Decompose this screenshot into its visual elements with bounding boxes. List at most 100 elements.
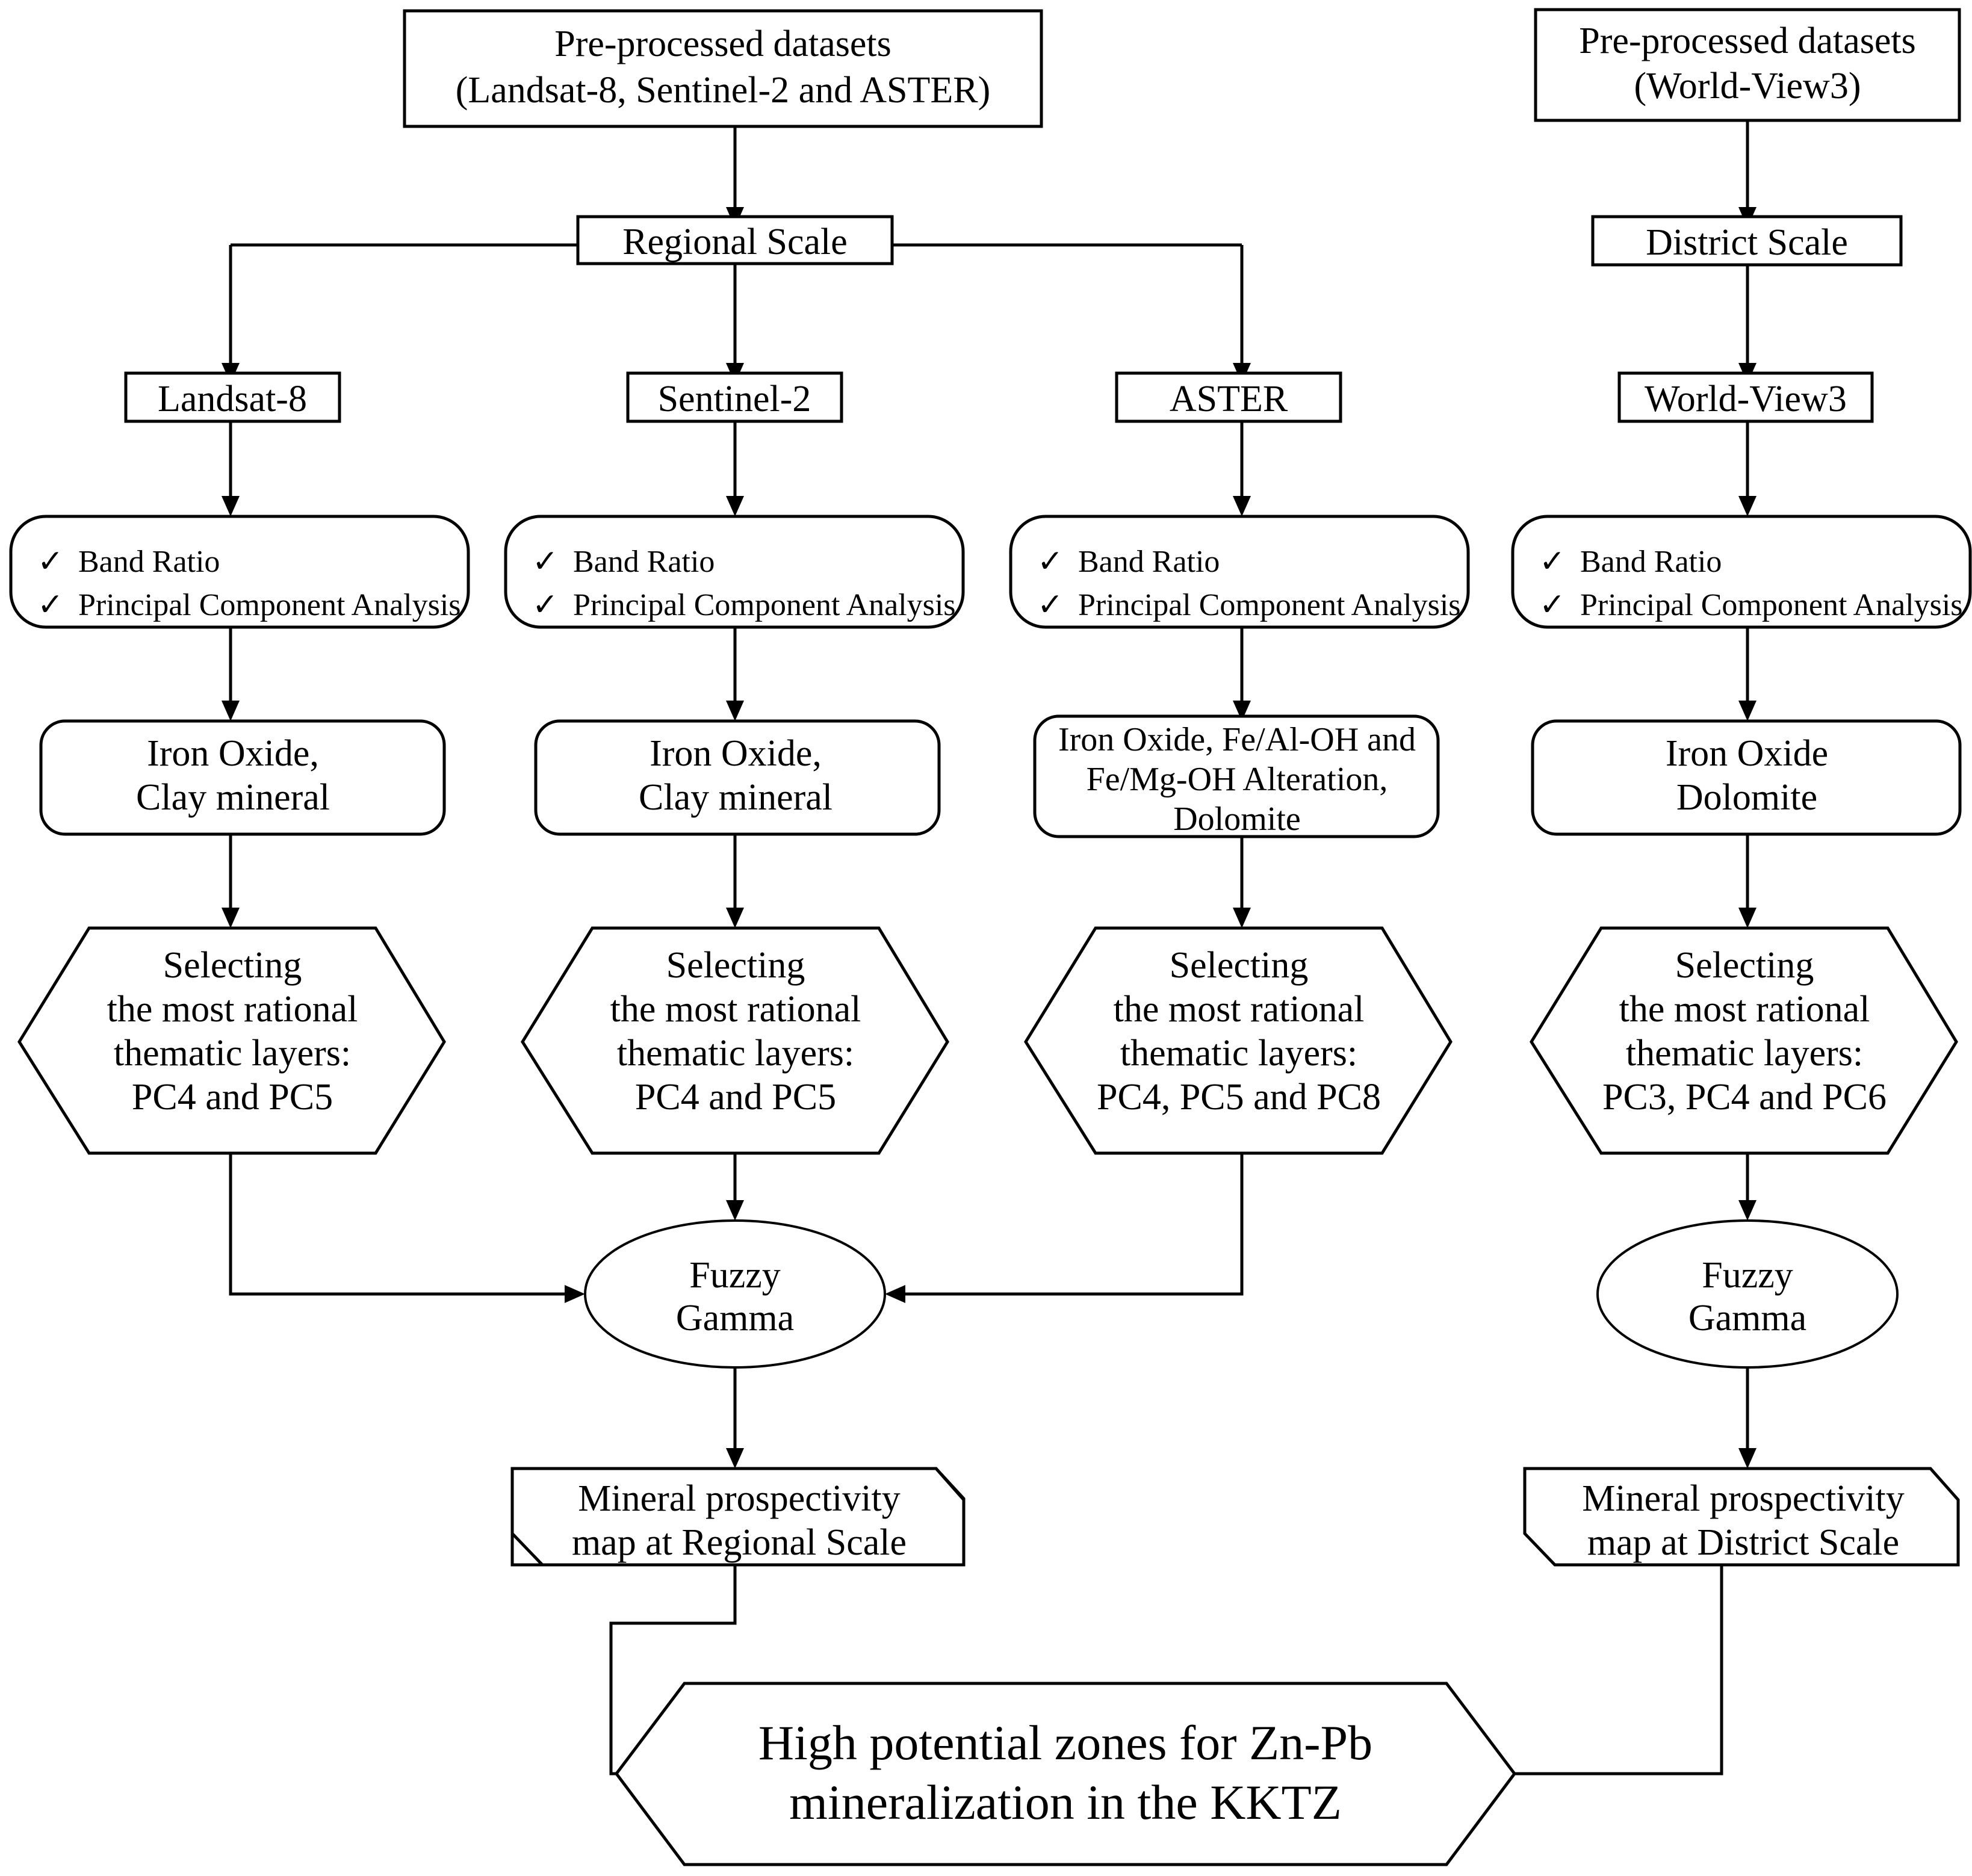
node-fuzzy-gamma-regional[interactable]: Fuzzy Gamma <box>584 1219 886 1369</box>
node-district-scale[interactable]: District Scale <box>1591 215 1903 267</box>
connector-product-to-selection-worldview <box>1738 834 1757 928</box>
selection-landsat-line3: thematic layers: <box>114 1033 351 1074</box>
final-line2: mineralization in the KKTZ <box>789 1775 1342 1830</box>
fuzzy-district-line2: Gamma <box>1688 1298 1806 1339</box>
node-product-sentinel[interactable]: Iron Oxide, Clay mineral <box>534 719 941 836</box>
connector-landsat-to-methods <box>222 421 240 516</box>
connector-aster-selection-to-fuzzy <box>885 1154 1244 1303</box>
product-worldview-line2: Dolomite <box>1676 777 1817 818</box>
check-icon: ✓ <box>1539 588 1566 622</box>
node-sensor-aster[interactable]: ASTER <box>1115 371 1342 423</box>
node-product-worldview[interactable]: Iron Oxide Dolomite <box>1531 719 1962 836</box>
selection-aster-line1: Selecting <box>1170 945 1309 986</box>
connector-sentinel-to-methods <box>726 421 744 516</box>
district-scale-label: District Scale <box>1646 222 1848 263</box>
check-icon: ✓ <box>37 588 64 622</box>
connector-product-to-selection-landsat <box>222 834 240 928</box>
methods-sentinel-item1: Band Ratio <box>573 545 715 579</box>
selection-worldview-line2: the most rational <box>1619 989 1870 1030</box>
node-methods-landsat[interactable]: ✓ Band Ratio ✓ Principal Component Analy… <box>9 515 470 629</box>
selection-landsat-line2: the most rational <box>107 989 358 1030</box>
selection-aster-layers: PC4, PC5 and PC8 <box>1097 1077 1381 1118</box>
preprocessed-regional-line2: (Landsat-8, Sentinel-2 and ASTER) <box>456 70 991 111</box>
methods-aster-item2: Principal Component Analysis <box>1078 588 1461 622</box>
node-product-aster[interactable]: Iron Oxide, Fe/Al-OH and Fe/Mg-OH Altera… <box>1033 714 1440 838</box>
connector-sentinel-selection-to-fuzzy <box>726 1154 744 1221</box>
fuzzy-district-line1: Fuzzy <box>1702 1255 1793 1296</box>
connector-regional-source-to-scale <box>726 126 744 228</box>
selection-worldview-line1: Selecting <box>1675 945 1814 986</box>
node-sensor-worldview[interactable]: World-View3 <box>1617 371 1874 423</box>
sensor-aster-label: ASTER <box>1170 379 1288 419</box>
selection-aster-line2: the most rational <box>1114 989 1365 1030</box>
product-aster-line2: Fe/Mg-OH Alteration, <box>1087 761 1388 798</box>
connector-fuzzy-regional-to-map <box>726 1367 744 1469</box>
product-sentinel-line2: Clay mineral <box>639 777 833 818</box>
selection-sentinel-line1: Selecting <box>666 945 805 986</box>
methods-worldview-item1: Band Ratio <box>1580 545 1722 579</box>
product-landsat-line2: Clay mineral <box>136 777 330 818</box>
fuzzy-regional-line1: Fuzzy <box>689 1255 781 1296</box>
connector-aster-to-methods <box>1233 421 1251 516</box>
check-icon: ✓ <box>1037 588 1064 622</box>
preprocessed-district-line1: Pre-processed datasets <box>1579 20 1916 61</box>
connector-methods-to-product-landsat <box>222 627 240 721</box>
sensor-sentinel-label: Sentinel-2 <box>658 379 811 419</box>
methods-aster-item1: Band Ratio <box>1078 545 1220 579</box>
check-icon: ✓ <box>37 545 64 579</box>
node-methods-worldview[interactable]: ✓ Band Ratio ✓ Principal Component Analy… <box>1511 515 1972 629</box>
node-map-district[interactable]: Mineral prospectivity map at District Sc… <box>1523 1467 1960 1567</box>
map-regional-line2: map at Regional Scale <box>572 1522 907 1563</box>
node-sensor-sentinel[interactable]: Sentinel-2 <box>626 371 843 423</box>
selection-worldview-layers: PC3, PC4 and PC6 <box>1602 1077 1887 1118</box>
methods-sentinel-item2: Principal Component Analysis <box>573 588 956 622</box>
selection-sentinel-line2: the most rational <box>610 989 861 1030</box>
preprocessed-district-line2: (World-View3) <box>1634 66 1861 107</box>
node-regional-scale[interactable]: Regional Scale <box>576 215 894 265</box>
check-icon: ✓ <box>532 588 559 622</box>
node-preprocessed-regional[interactable]: Pre-processed datasets (Landsat-8, Senti… <box>403 9 1043 128</box>
node-methods-aster[interactable]: ✓ Band Ratio ✓ Principal Component Analy… <box>1009 515 1470 629</box>
node-sensor-landsat[interactable]: Landsat-8 <box>124 371 341 423</box>
product-aster-line3: Dolomite <box>1173 800 1301 838</box>
product-landsat-line1: Iron Oxide, <box>147 733 319 774</box>
connector-landsat-selection-to-fuzzy <box>229 1154 585 1303</box>
node-map-regional[interactable]: Mineral prospectivity map at Regional Sc… <box>510 1467 966 1567</box>
selection-landsat-layers: PC4 and PC5 <box>132 1077 333 1118</box>
product-aster-line1: Iron Oxide, Fe/Al-OH and <box>1058 721 1416 758</box>
connector-product-to-selection-aster <box>1233 834 1251 928</box>
node-methods-sentinel[interactable]: ✓ Band Ratio ✓ Principal Component Analy… <box>504 515 965 629</box>
connector-methods-to-product-sentinel <box>726 627 744 721</box>
selection-sentinel-layers: PC4 and PC5 <box>635 1077 836 1118</box>
node-preprocessed-district[interactable]: Pre-processed datasets (World-View3) <box>1534 8 1961 122</box>
connector-fuzzy-district-to-map <box>1738 1367 1757 1469</box>
connector-regional-scale-bus <box>222 243 1251 383</box>
map-district-line1: Mineral prospectivity <box>1582 1478 1904 1519</box>
selection-sentinel-line3: thematic layers: <box>617 1033 854 1074</box>
node-fuzzy-gamma-district[interactable]: Fuzzy Gamma <box>1596 1219 1899 1369</box>
connector-worldview-selection-to-fuzzy <box>1738 1154 1757 1221</box>
selection-aster-line3: thematic layers: <box>1120 1033 1357 1074</box>
node-selection-worldview[interactable]: Selecting the most rational thematic lay… <box>1530 926 1958 1155</box>
preprocessed-regional-line1: Pre-processed datasets <box>554 23 891 64</box>
node-selection-landsat[interactable]: Selecting the most rational thematic lay… <box>17 926 446 1155</box>
node-product-landsat[interactable]: Iron Oxide, Clay mineral <box>39 719 446 836</box>
selection-worldview-line3: thematic layers: <box>1626 1033 1863 1074</box>
final-line1: High potential zones for Zn-Pb <box>758 1715 1372 1770</box>
connector-product-to-selection-sentinel <box>726 834 744 928</box>
node-final-target-zones[interactable]: High potential zones for Zn-Pb mineraliz… <box>614 1682 1517 1866</box>
check-icon: ✓ <box>1037 545 1064 579</box>
connector-worldview-to-methods <box>1738 421 1757 516</box>
selection-landsat-line1: Selecting <box>163 945 302 986</box>
node-selection-aster[interactable]: Selecting the most rational thematic lay… <box>1024 926 1453 1155</box>
sensor-landsat-label: Landsat-8 <box>158 379 307 419</box>
connector-district-scale-to-worldview <box>1738 265 1757 383</box>
product-worldview-line1: Iron Oxide <box>1666 733 1828 774</box>
product-sentinel-line1: Iron Oxide, <box>650 733 822 774</box>
map-district-line2: map at District Scale <box>1587 1522 1899 1563</box>
check-icon: ✓ <box>532 545 559 579</box>
map-regional-line1: Mineral prospectivity <box>578 1478 900 1519</box>
node-selection-sentinel[interactable]: Selecting the most rational thematic lay… <box>521 926 949 1155</box>
